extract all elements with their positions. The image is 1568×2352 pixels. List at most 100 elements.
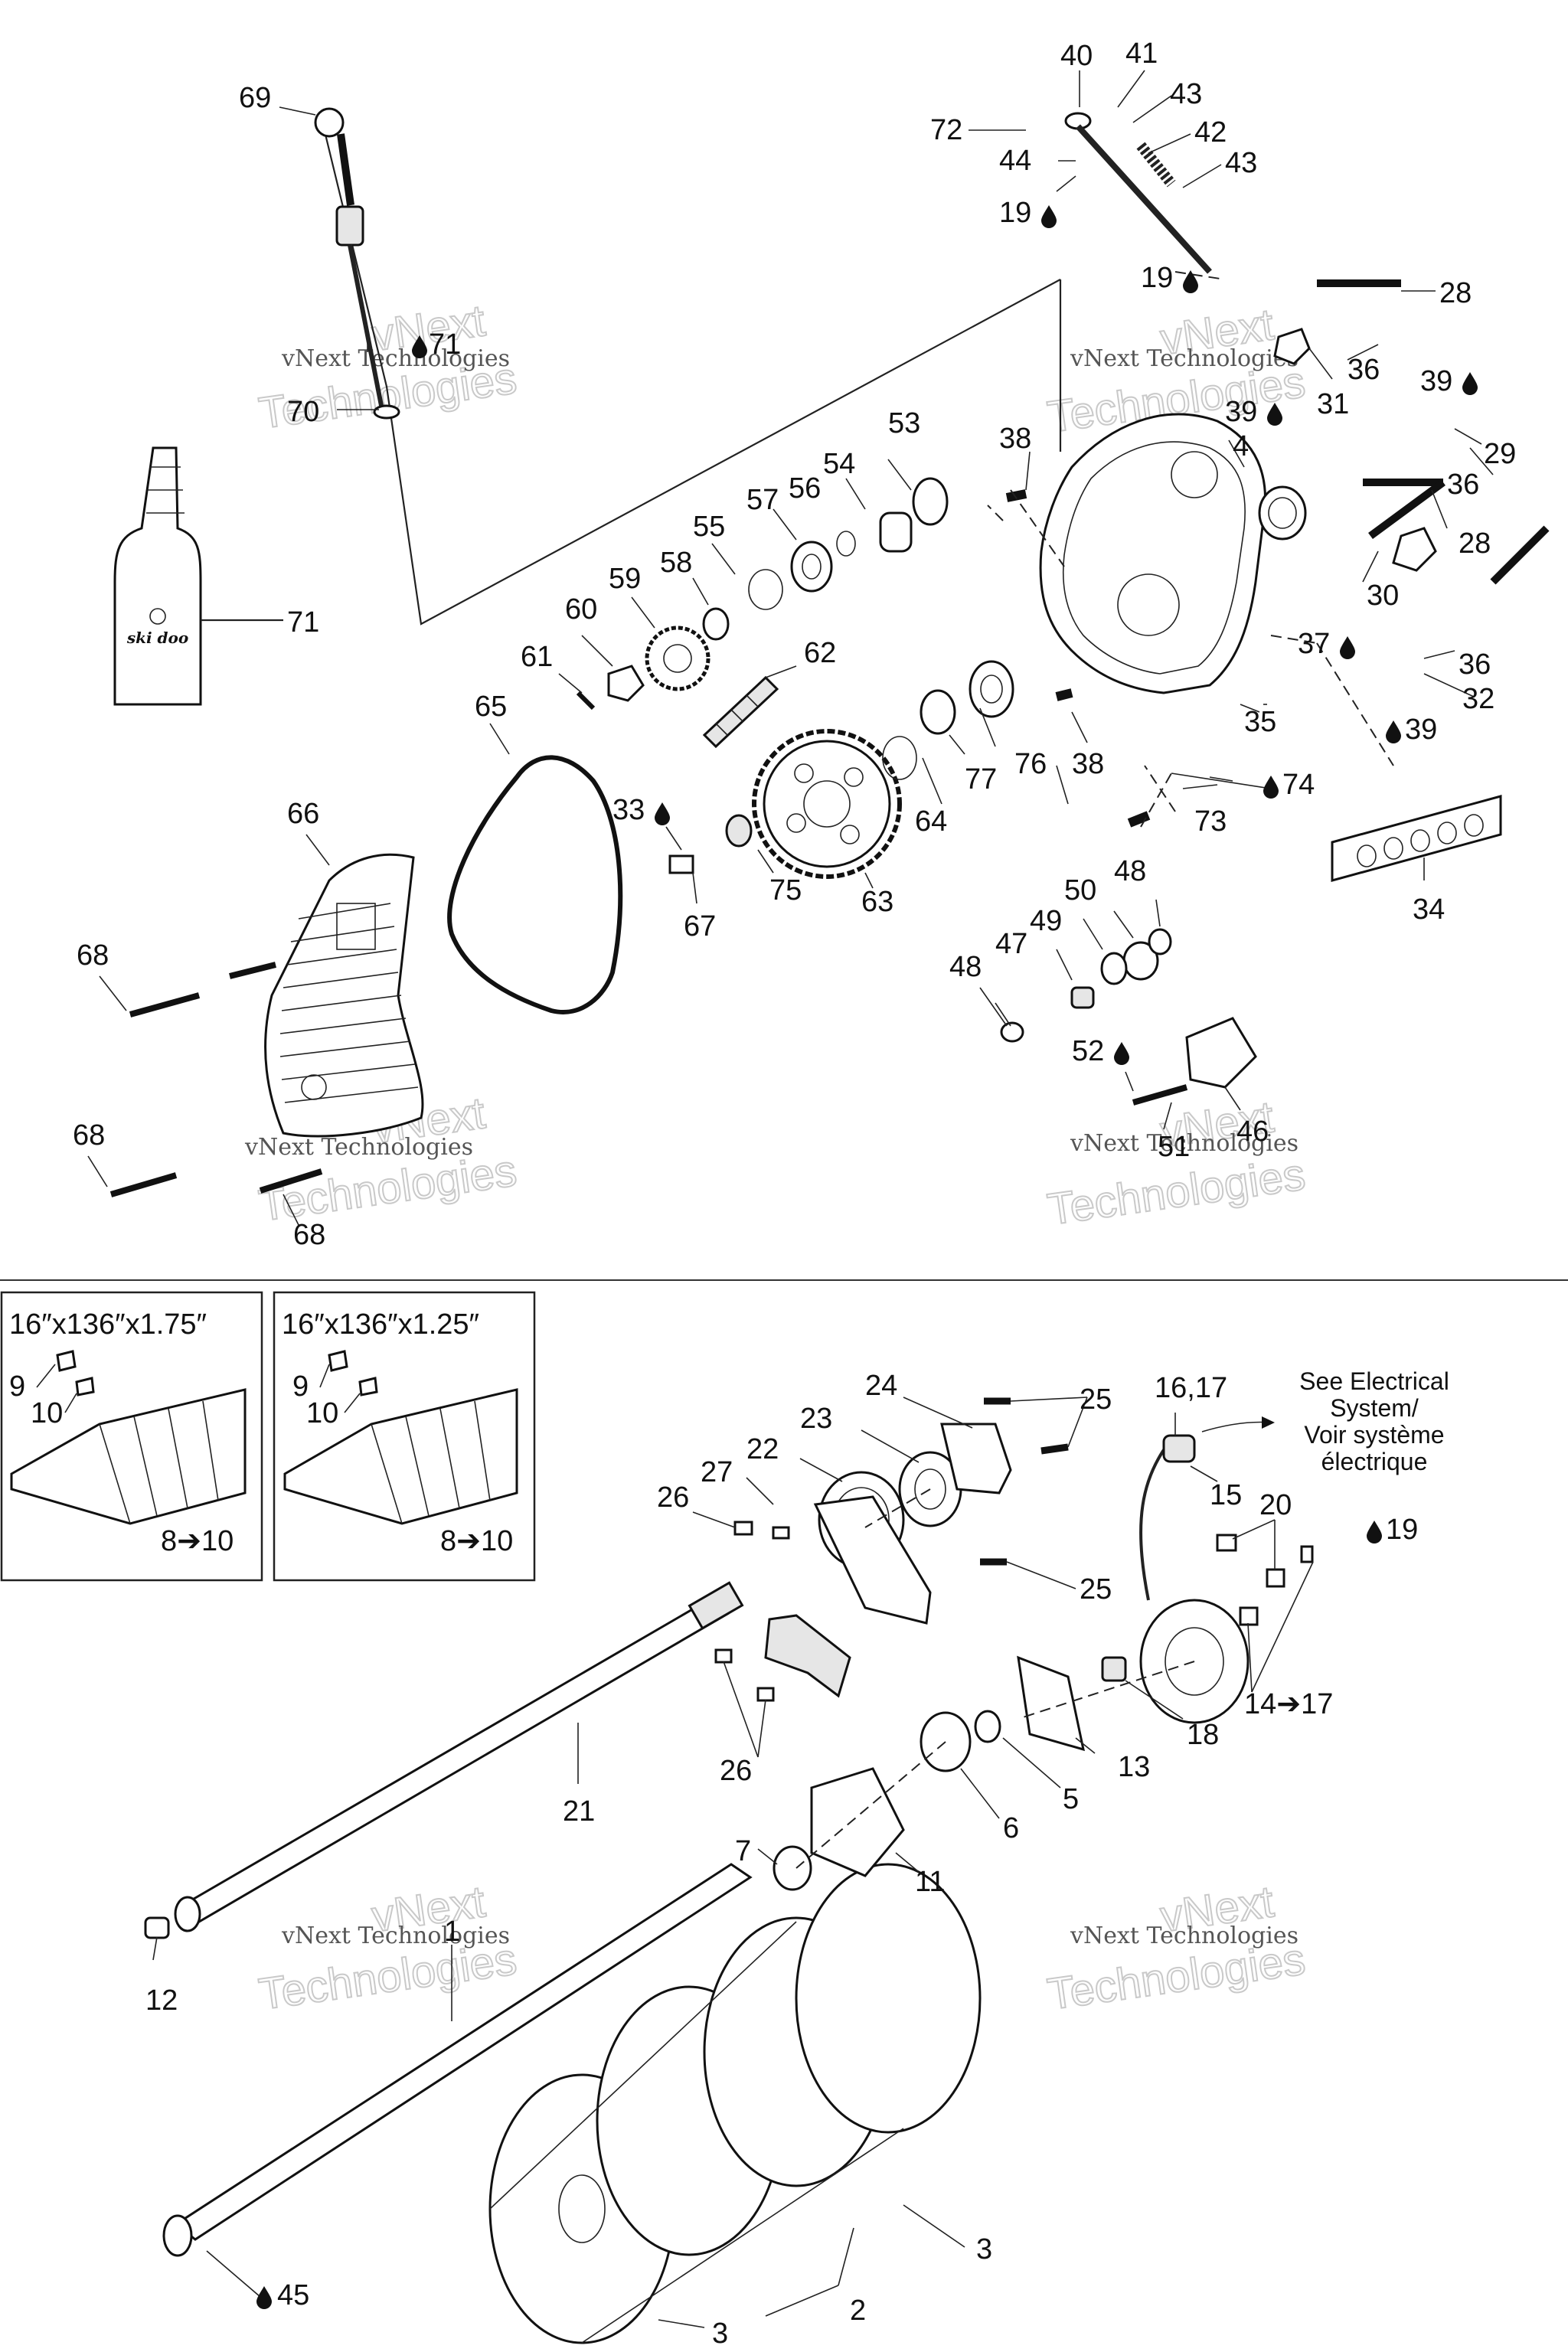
part-bearing-stack <box>764 1423 1250 1891</box>
label-6: 6 <box>1003 1812 1019 1844</box>
track-box-125: 16″x136″x1.25″ 9 10 8➔10 <box>273 1291 536 1582</box>
label-54: 54 <box>823 448 855 480</box>
label-46: 46 <box>1236 1116 1269 1148</box>
label-39c: 39 <box>1405 714 1437 746</box>
part-bearings <box>668 477 1014 874</box>
label-30: 30 <box>1367 580 1399 612</box>
part-shift-lever <box>1064 112 1550 585</box>
label-23: 23 <box>800 1403 832 1435</box>
part-tensioner <box>1000 928 1257 1089</box>
part-chaincase-cover <box>264 853 424 1138</box>
label-15: 15 <box>1210 1479 1242 1511</box>
label-31: 31 <box>1317 388 1349 420</box>
label-52: 52 <box>1072 1035 1104 1067</box>
reference-lines <box>320 118 1062 626</box>
label-29: 29 <box>1484 438 1516 470</box>
label-19a: 19 <box>999 197 1031 229</box>
label-12: 12 <box>145 1984 178 2017</box>
label-18: 18 <box>1187 1719 1219 1751</box>
label-70: 70 <box>287 396 319 428</box>
bottle-brand: ski doo <box>126 629 188 647</box>
part-small-sprocket <box>645 626 710 691</box>
label-41: 41 <box>1125 38 1158 70</box>
part-gasket <box>447 755 623 1014</box>
svg-text:vNext Technologies: vNext Technologies <box>1070 345 1298 372</box>
label-36b: 36 <box>1447 469 1479 501</box>
label-60: 60 <box>565 593 597 626</box>
svg-text:See Electrical: See Electrical <box>1299 1367 1449 1395</box>
label-43b: 43 <box>1225 147 1257 179</box>
label-59: 59 <box>609 563 641 595</box>
label-67: 67 <box>684 910 716 942</box>
svg-text:électrique: électrique <box>1321 1448 1428 1475</box>
label-73: 73 <box>1194 805 1227 838</box>
label-56: 56 <box>789 472 821 505</box>
label-38a: 38 <box>999 423 1031 455</box>
label-20: 20 <box>1259 1489 1292 1521</box>
label-66: 66 <box>287 798 319 830</box>
svg-text:10: 10 <box>31 1397 63 1429</box>
arrow-right-icon <box>1201 1421 1272 1432</box>
svg-text:vNext Technologies: vNext Technologies <box>244 1134 473 1161</box>
part-oil-bottle: ski doo <box>113 446 283 706</box>
leader-lines-top <box>87 70 1494 1226</box>
part-axle-upper <box>144 1581 744 1939</box>
label-71: 71 <box>429 328 461 361</box>
label-40: 40 <box>1060 40 1093 72</box>
svg-text:vNext Technologies: vNext Technologies <box>281 1922 510 1949</box>
labels-top: 69 40 41 43 42 43 72 44 19 19 28 71 36 3… <box>73 38 1516 1251</box>
label-71b: 71 <box>287 606 319 639</box>
svg-text:vNext Technologies: vNext Technologies <box>1070 1922 1298 1949</box>
label-22: 22 <box>746 1433 779 1465</box>
svg-text:Voir système: Voir système <box>1304 1421 1444 1449</box>
label-57: 57 <box>746 484 779 516</box>
label-26a: 26 <box>657 1481 689 1514</box>
label-62: 62 <box>804 637 836 669</box>
svg-text:System/: System/ <box>1330 1394 1419 1422</box>
label-39b: 39 <box>1420 365 1452 397</box>
label-58: 58 <box>660 547 692 579</box>
part-dipstick <box>314 107 400 420</box>
label-11: 11 <box>915 1866 945 1898</box>
label-33: 33 <box>612 794 645 826</box>
label-28b: 28 <box>1459 528 1491 560</box>
label-68c: 68 <box>293 1219 325 1251</box>
electrical-note: See Electrical System/ Voir système élec… <box>1201 1367 1449 1475</box>
svg-text:vNext Technologies: vNext Technologies <box>281 345 510 372</box>
label-24: 24 <box>865 1370 897 1402</box>
label-25a: 25 <box>1080 1383 1112 1416</box>
label-3a: 3 <box>976 2233 992 2265</box>
label-35: 35 <box>1244 706 1276 738</box>
track-box-175: 16″x136″x1.75″ 9 10 8➔10 <box>0 1291 263 1582</box>
label-21: 21 <box>563 1795 595 1828</box>
label-13: 13 <box>1118 1751 1150 1783</box>
label-47: 47 <box>995 928 1027 960</box>
label-39a: 39 <box>1225 396 1257 428</box>
label-25b: 25 <box>1080 1573 1112 1606</box>
leader-lines-bottom <box>152 1396 1314 2328</box>
label-69: 69 <box>239 82 271 114</box>
label-14-17: 14➔17 <box>1244 1688 1333 1720</box>
part-small-bolts <box>109 489 1188 1197</box>
label-49: 49 <box>1030 905 1062 937</box>
label-75: 75 <box>769 874 802 906</box>
label-34: 34 <box>1413 893 1445 926</box>
svg-text:9: 9 <box>9 1370 25 1403</box>
label-43: 43 <box>1170 78 1202 110</box>
label-19b: 19 <box>1141 262 1173 294</box>
label-26b: 26 <box>720 1755 752 1787</box>
label-16-17: 16,17 <box>1155 1372 1227 1404</box>
part-large-sprocket <box>752 729 902 879</box>
label-27: 27 <box>701 1456 733 1488</box>
label-51: 51 <box>1158 1131 1190 1163</box>
label-64: 64 <box>915 805 947 838</box>
label-50: 50 <box>1064 874 1096 906</box>
label-3b: 3 <box>712 2318 728 2350</box>
label-44: 44 <box>999 145 1031 177</box>
label-48b: 48 <box>949 951 982 983</box>
label-68a: 68 <box>77 939 109 972</box>
label-2: 2 <box>850 2295 866 2327</box>
label-61: 61 <box>521 641 553 673</box>
label-68b: 68 <box>73 1119 105 1152</box>
